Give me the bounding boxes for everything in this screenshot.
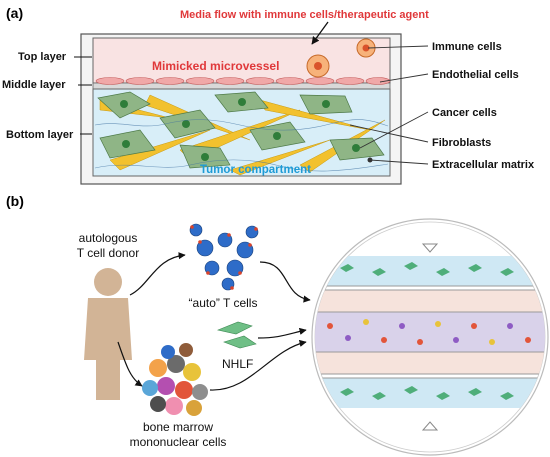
lower-channel-nhlf xyxy=(340,386,514,400)
cancer-cells xyxy=(97,91,385,169)
callout-endothelial: Endothelial cells xyxy=(432,69,519,81)
panel-b-label: (b) xyxy=(6,193,24,209)
bone-marrow-label-line2: mononuclear cells xyxy=(130,435,227,449)
auto-t-cells-label: “auto” T cells xyxy=(189,296,258,310)
media-flow-arrow xyxy=(311,21,329,45)
auto-t-cells xyxy=(189,223,259,291)
tumor-compartment-label: Tumor compartment xyxy=(200,164,311,176)
arrow-donor-to-tcells xyxy=(129,252,186,296)
arrow-bonemarrow-to-device xyxy=(209,339,307,391)
endothelial-cells xyxy=(95,77,391,85)
panel-a-label: (a) xyxy=(6,5,23,21)
callout-immune: Immune cells xyxy=(432,41,502,53)
outlet-triangle-icon xyxy=(421,421,439,431)
immune-cells xyxy=(306,38,376,78)
callout-fibroblasts: Fibroblasts xyxy=(432,137,491,149)
nhlf-label: NHLF xyxy=(222,357,253,371)
microvessel-label: Mimicked microvessel xyxy=(152,59,279,73)
upper-channel-nhlf xyxy=(340,262,514,276)
media-flow-label: Media flow with immune cells/therapeutic… xyxy=(180,9,429,21)
nhlf-cells xyxy=(216,321,257,349)
top-layer-chamber xyxy=(92,37,391,84)
middle-layer-label: Middle layer xyxy=(2,79,66,91)
arrow-nhlf-to-device xyxy=(257,327,307,339)
callout-ecm: Extracellular matrix xyxy=(432,159,535,171)
person-icon xyxy=(84,268,132,400)
callout-cancer: Cancer cells xyxy=(432,107,497,119)
arrow-donor-to-bonemarrow xyxy=(117,341,143,387)
extracellular-matrix xyxy=(94,119,389,172)
inlet-triangle-icon xyxy=(421,243,439,253)
ecm-callout-dot xyxy=(367,157,373,163)
tumor-channel-cells xyxy=(327,319,531,345)
bone-marrow-cells xyxy=(142,343,208,416)
bottom-layer-label: Bottom layer xyxy=(6,129,74,141)
top-layer-label: Top layer xyxy=(18,51,67,63)
device-cross-section xyxy=(311,218,549,456)
bone-marrow-label-line1: bone marrow xyxy=(143,420,213,434)
donor-label-line1: autologous xyxy=(79,231,138,245)
callout-lines xyxy=(349,45,429,165)
arrow-tcells-to-device xyxy=(259,261,311,303)
donor-label-line2: T cell donor xyxy=(77,246,139,260)
